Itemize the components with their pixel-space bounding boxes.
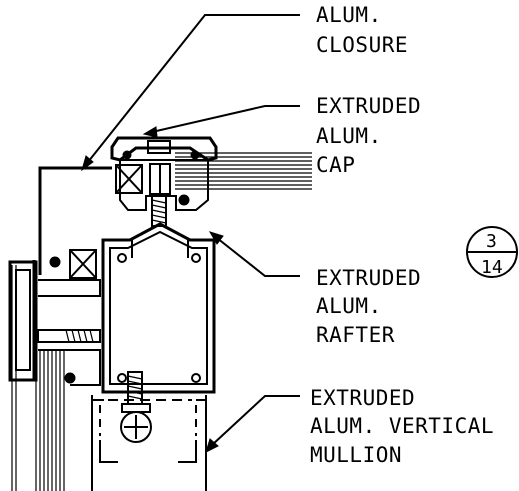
closure-label-line-1: ALUM. xyxy=(316,3,382,27)
rafter-label-line-2: ALUM. xyxy=(316,294,382,318)
cap-leader-arrow xyxy=(142,126,158,138)
jamb-inner-box xyxy=(15,269,31,371)
setting-block-left xyxy=(115,164,143,194)
gasket-right-icon xyxy=(190,150,200,160)
cap-seal-bead-icon xyxy=(178,194,190,206)
vertical-mullion xyxy=(91,395,207,491)
rafter-label-line-3: RAFTER xyxy=(316,323,395,347)
cap-assembly xyxy=(110,136,218,227)
cap-callout: EXTRUDED ALUM. CAP xyxy=(142,94,421,177)
mullion-dashed-inner-right xyxy=(178,440,197,463)
setting-block-jamb xyxy=(69,249,97,279)
closure-label-line-2: CLOSURE xyxy=(316,33,408,57)
cap-screw xyxy=(151,195,167,227)
rafter-leader-arrow xyxy=(208,231,224,245)
cap-leader-line xyxy=(151,105,300,133)
rafter-label-line-1: EXTRUDED xyxy=(316,266,421,290)
closure-sheet-profile xyxy=(38,166,112,275)
closure-sheet xyxy=(38,166,112,275)
mullion-dashed-inner-left xyxy=(99,440,118,463)
rafter-callout: EXTRUDED ALUM. RAFTER xyxy=(208,231,421,347)
mullion-leader-arrow xyxy=(205,438,219,453)
closure-callout: ALUM. CLOSURE xyxy=(81,3,408,172)
jamb-outer-box xyxy=(8,260,38,382)
cap-label-line-1: EXTRUDED xyxy=(316,94,421,118)
detail-sheet-number: 14 xyxy=(481,257,503,278)
rafter-leader-line xyxy=(216,237,300,277)
mullion-callout: EXTRUDED ALUM. VERTICAL MULLION xyxy=(205,386,494,467)
rafter-inner-profile xyxy=(109,230,208,385)
vertical-glazing-lines xyxy=(11,265,65,491)
mullion-leader-line xyxy=(211,395,300,446)
jamb-clip xyxy=(38,279,101,297)
detail-reference-bubble: 3 14 xyxy=(466,226,518,278)
mullion-label-line-1: EXTRUDED xyxy=(310,386,415,410)
jamb-horizontal-screw xyxy=(37,329,101,343)
closure-leader-line xyxy=(87,14,300,163)
gasket-left-icon xyxy=(122,150,132,160)
detail-number: 3 xyxy=(486,231,497,252)
wall-glazing-assembly xyxy=(8,249,101,491)
cap-label-line-3: CAP xyxy=(316,153,355,177)
cap-bolt-head xyxy=(147,140,171,154)
mullion-washer xyxy=(121,403,151,413)
rafter-outer-profile xyxy=(101,222,216,394)
jamb-gasket-bottom-icon xyxy=(64,372,76,384)
mullion-label-line-3: MULLION xyxy=(310,443,402,467)
mullion-screw-head-icon xyxy=(120,411,152,443)
jamb-lower-clip xyxy=(38,349,101,386)
jamb-gasket-top-icon xyxy=(49,256,61,268)
cap-label-line-2: ALUM. xyxy=(316,124,382,148)
mullion-label-line-2: ALUM. VERTICAL xyxy=(310,414,494,438)
pressure-plate xyxy=(119,159,209,211)
rafter-extrusion xyxy=(101,222,216,405)
